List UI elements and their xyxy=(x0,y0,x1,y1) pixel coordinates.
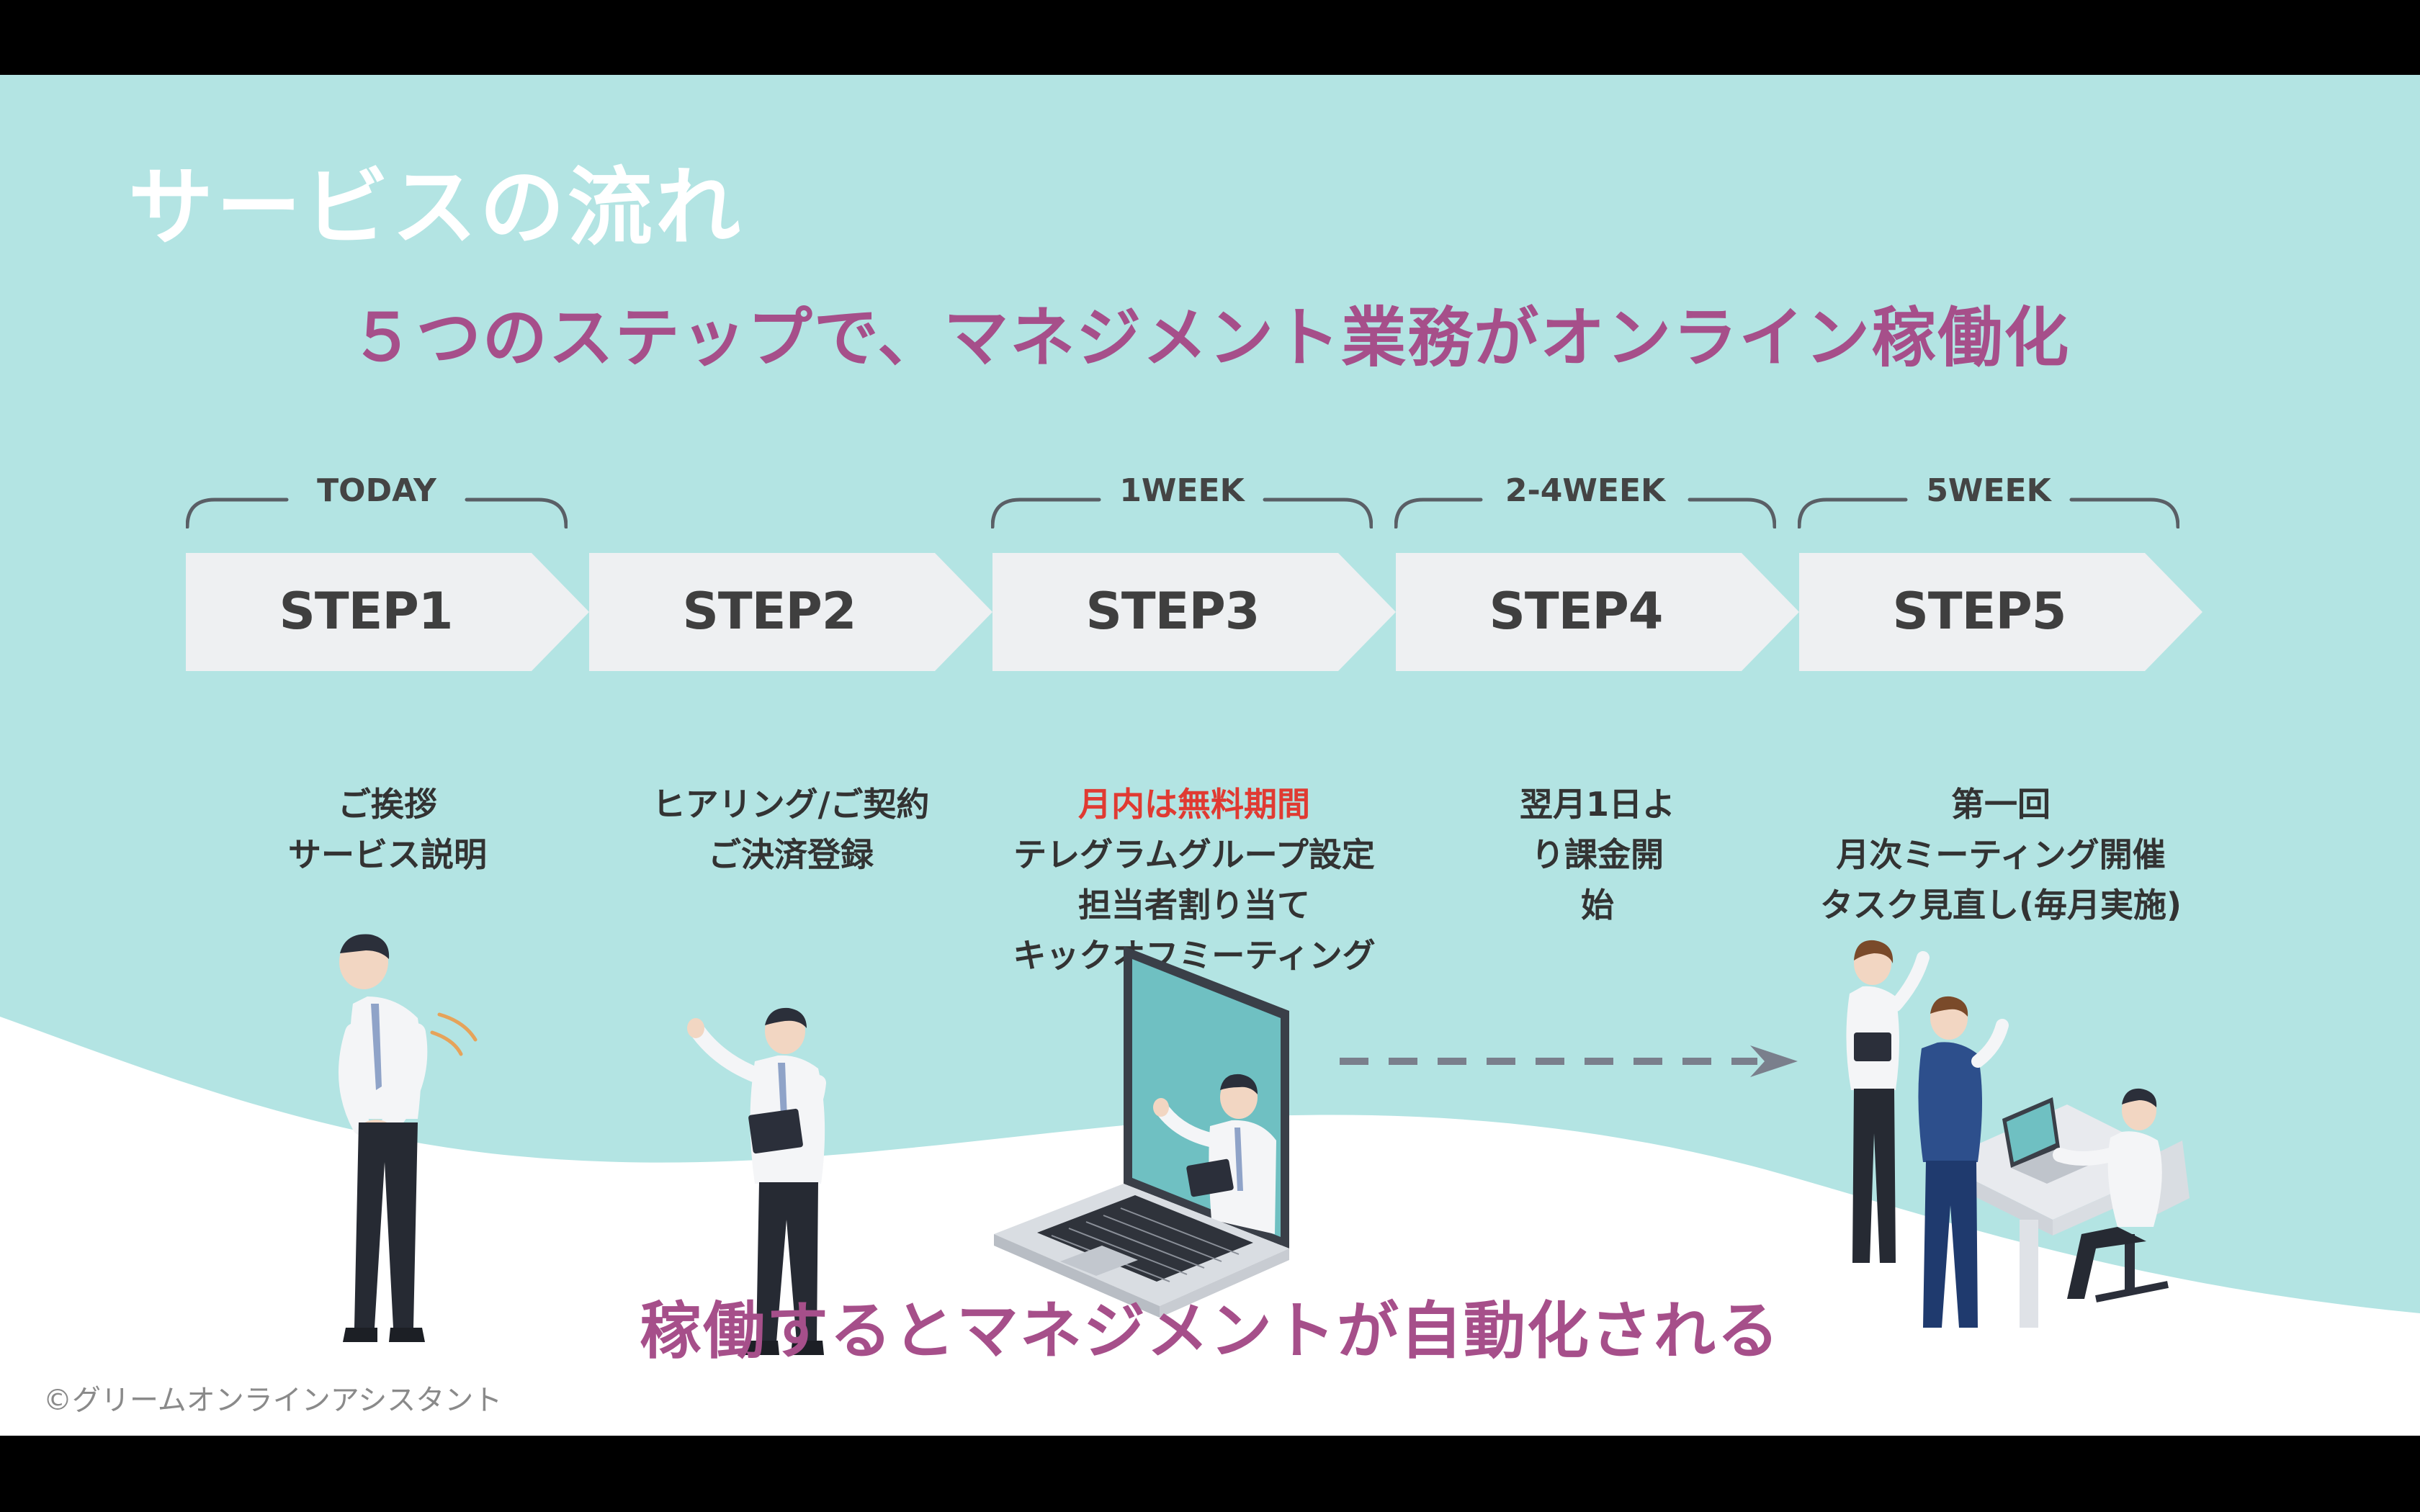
free-period-highlight: 月内は無料期間 xyxy=(1078,785,1310,824)
chevron-shape xyxy=(992,553,1396,671)
description-line: り課金開 xyxy=(1531,835,1664,874)
description-line: ご挨拶 xyxy=(338,785,437,824)
step-label: STEP1 xyxy=(279,582,454,641)
description-line: タスク見直し(毎月実施) xyxy=(1819,886,2182,924)
step-2-description: ヒアリング/ご契約 ご決済登録 xyxy=(589,779,992,880)
office-meeting-icon xyxy=(1846,940,2190,1328)
bowing-businessman-icon xyxy=(339,934,478,1342)
page-title: サービスの流れ xyxy=(128,158,744,257)
bottom-message: 稼働するとマネジメントが自動化される xyxy=(640,1295,1780,1367)
dashed-arrow-icon xyxy=(1340,1045,1798,1077)
step-label: STEP4 xyxy=(1489,582,1664,641)
step-5-arrow: STEP5 xyxy=(1799,553,2202,671)
slide: サービスの流れ ５つのステップで、マネジメント業務がオンライン稼働化 TODAY… xyxy=(0,75,2420,1436)
timeline-label: 2-4WEEK xyxy=(1505,472,1666,509)
step-label: STEP2 xyxy=(682,582,857,641)
step-label: STEP5 xyxy=(1892,582,2067,641)
step-1-description: ご挨拶 サービス説明 xyxy=(186,779,589,880)
description-line: ヒアリング/ご契約 xyxy=(652,785,930,824)
step-1-arrow: STEP1 xyxy=(186,553,589,671)
step-4-description: 翌月1日よ り課金開 始 xyxy=(1396,779,1799,930)
timeline-label: TODAY xyxy=(317,472,436,509)
description-line: 翌月1日よ xyxy=(1519,785,1675,824)
chevron-shape xyxy=(1799,553,2202,671)
timeline-5week: 5WEEK xyxy=(1798,472,2179,530)
description-line: 第一回 xyxy=(1951,785,2051,824)
chevron-shape xyxy=(589,553,992,671)
step-label: STEP3 xyxy=(1085,582,1260,641)
presenting-businessman-icon xyxy=(687,1007,826,1355)
timeline-bracket xyxy=(186,498,568,528)
timeline-bracket xyxy=(1394,498,1776,528)
chevron-shape xyxy=(1396,553,1799,671)
timeline-bracket xyxy=(991,498,1373,528)
description-line: ご決済登録 xyxy=(708,835,874,874)
copyright: ©グリームオンラインアシスタント xyxy=(43,1384,503,1417)
page-subtitle: ５つのステップで、マネジメント業務がオンライン稼働化 xyxy=(349,300,2071,376)
step-3-description: 月内は無料期間 テレグラムグループ設定 担当者割り当て キックオフミーティング xyxy=(992,779,1396,981)
description-line: 月次ミーティング開催 xyxy=(1836,835,2166,874)
laptop-video-call-icon xyxy=(994,946,1289,1318)
step-3-arrow: STEP3 xyxy=(992,553,1396,671)
step-2-arrow: STEP2 xyxy=(589,553,992,671)
step-5-description: 第一回 月次ミーティング開催 タスク見直し(毎月実施) xyxy=(1799,779,2202,930)
description-line: 始 xyxy=(1581,886,1614,924)
timeline-label: 1WEEK xyxy=(1119,472,1245,509)
description-line: テレグラムグループ設定 xyxy=(1013,835,1375,874)
description-line: キックオフミーティング xyxy=(1013,936,1376,975)
description-line: 担当者割り当て xyxy=(1078,886,1310,924)
timeline-label: 5WEEK xyxy=(1926,472,2051,509)
timeline-1week: 1WEEK xyxy=(991,472,1373,530)
timeline-today: TODAY xyxy=(186,472,568,530)
timeline-bracket xyxy=(1798,498,2179,528)
description-line: サービス説明 xyxy=(288,835,487,874)
chevron-shape xyxy=(186,553,589,671)
timeline-2-4week: 2-4WEEK xyxy=(1394,472,1776,530)
step-4-arrow: STEP4 xyxy=(1396,553,1799,671)
